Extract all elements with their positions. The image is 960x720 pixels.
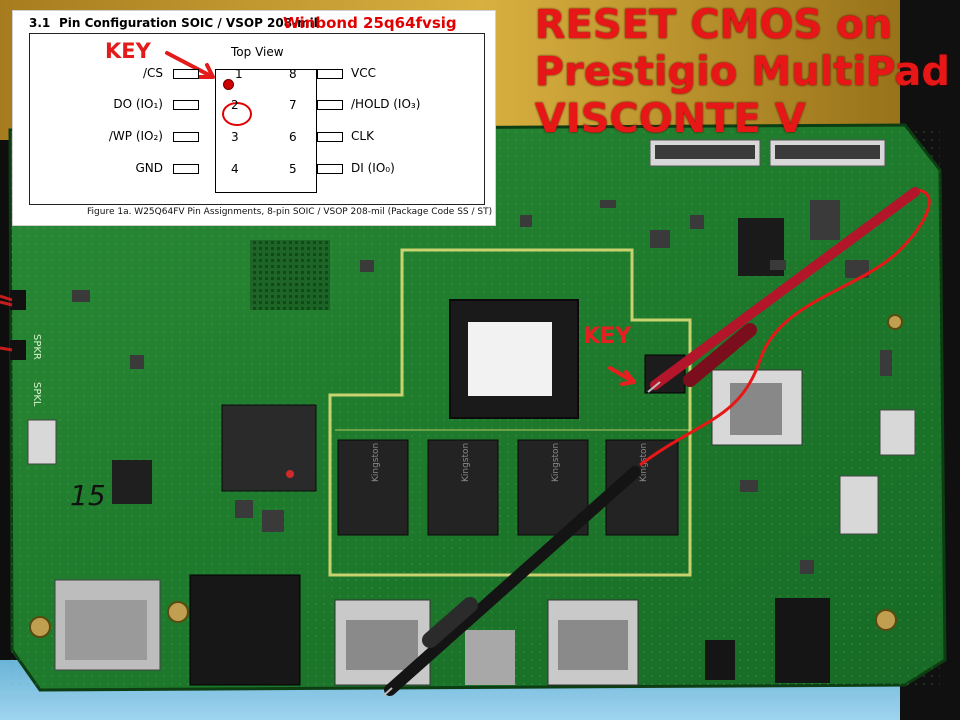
pin-lead-4 [173,164,199,174]
pin-number-4: 4 [231,162,239,176]
red-probe [647,187,920,393]
pin-number-3: 3 [231,130,239,144]
pin-label-5: DI (IO₀) [351,161,395,175]
pin-lead-5 [317,164,343,174]
pin-number-1: 1 [235,67,243,81]
pin-label-7: /HOLD (IO₃) [351,97,421,111]
pin-lead-8 [317,69,343,79]
pin-lead-6 [317,132,343,142]
top-view-label: Top View [231,45,284,59]
ram-marking-1: Kingston [371,443,381,482]
pin-number-8: 8 [289,67,297,81]
pin-lead-3 [173,132,199,142]
overlay-title: RESET CMOS on Prestigio MultiPad VISCONT… [535,2,950,143]
silk-spkl: SPKL [31,382,42,407]
black-probe [382,466,641,697]
section-number: 3.1 [29,16,51,30]
pin-label-3: /WP (IO₂) [108,129,163,143]
pin-label-6: CLK [351,129,374,143]
overlay-title-line-2: Prestigio MultiPad [534,49,950,95]
overlay-title-line-3: VISCONTE V [534,96,806,142]
pin-number-5: 5 [289,162,297,176]
pin-lead-1 [173,69,199,79]
overlay-title-line-1: RESET CMOS on [534,2,893,48]
pinout-inset: 3.1 Pin Configuration SOIC / VSOP 208-mi… [12,10,496,226]
pin-label-4: GND [135,161,163,175]
key-arrow [165,51,215,79]
pcb-key-label: KEY [583,324,632,349]
section-title: Pin Configuration SOIC / VSOP 208-mil [59,16,318,30]
pin-lead-7 [317,100,343,110]
silk-spkr: SPKR [31,334,42,360]
pin-lead-2 [173,100,199,110]
pinout-frame [29,33,485,205]
figure-caption: Figure 1a. W25Q64FV Pin Assignments, 8-p… [87,207,493,217]
key-label: KEY [105,39,151,63]
pin1-marker [223,79,234,90]
pin-number-6: 6 [289,130,297,144]
chip-package [215,69,317,193]
ram-marking-3: Kingston [551,443,561,482]
pin-number-2: 2 [231,98,239,112]
pin-number-7: 7 [289,98,297,112]
chip-name: Winbond 25q64fvsig [283,14,457,32]
red-probe-wire [639,188,931,467]
pin2-highlight [222,102,252,126]
pcb-key-arrow [608,366,636,386]
handwritten-mark: 15 [70,479,106,512]
pin-label-2: DO (IO₁) [113,97,163,111]
pin-label-8: VCC [351,66,376,80]
ram-marking-2: Kingston [461,443,471,482]
pin-label-1: /CS [142,66,163,80]
